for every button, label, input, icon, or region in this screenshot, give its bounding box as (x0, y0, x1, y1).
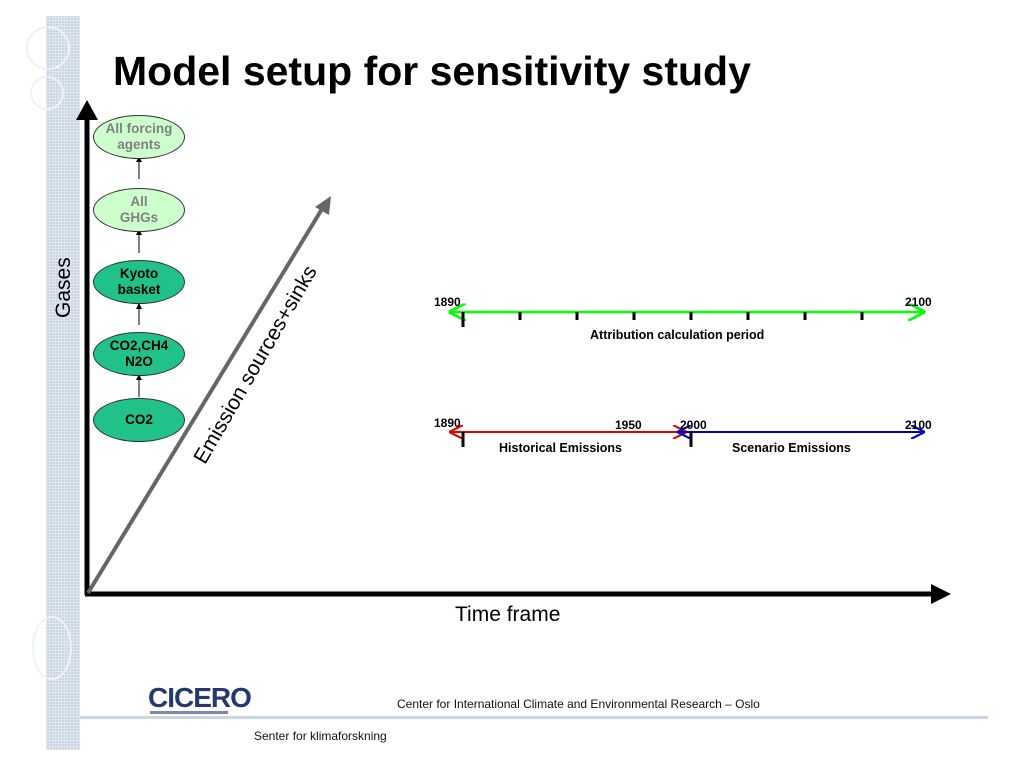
attribution-label: Attribution calculation period (590, 328, 765, 342)
footer-subtitle: Senter for klimaforskning (254, 729, 387, 743)
cicero-logo: CICERO (148, 682, 252, 713)
logo-underline (150, 711, 228, 714)
node-line: CO2 (125, 411, 153, 427)
scenario-emissions-label: Scenario Emissions (732, 441, 851, 455)
node-line: agents (117, 137, 161, 152)
emissions-start-year: 1890 (434, 416, 461, 430)
decorative-side-strip (26, 16, 80, 750)
node-line: N2O (125, 354, 153, 369)
node-line: GHGs (119, 210, 159, 225)
attribution-start-year: 1890 (434, 295, 461, 309)
node-line: Kyoto (119, 265, 159, 281)
y-axis-arrowhead (76, 100, 98, 120)
node-line: CO2,CH4 (109, 337, 169, 353)
decorative-circle (32, 616, 72, 680)
slide-title: Model setup for sensitivity study (113, 48, 751, 94)
emission-diagonal-arrowhead (315, 196, 331, 215)
y-axis-label: Gases (52, 257, 75, 318)
node-co2: CO2 (93, 398, 185, 442)
x-axis-label: Time frame (455, 603, 561, 626)
attribution-ticks (461, 312, 864, 327)
footer-divider (80, 716, 988, 719)
emissions-mid1-year: 1950 (615, 418, 642, 432)
emission-diagonal-arrow (86, 207, 324, 595)
emissions-mid2-year: 2000 (680, 418, 707, 432)
footer-organization: Center for International Climate and Env… (397, 697, 760, 711)
attribution-end-year: 2100 (905, 295, 932, 309)
decorative-circle (26, 26, 70, 70)
node-line: All (130, 193, 148, 209)
historical-emissions-label: Historical Emissions (499, 441, 622, 455)
emission-ticks (461, 432, 693, 447)
decorative-circle (30, 76, 64, 110)
node-line: All forcing (105, 120, 173, 136)
node-line: basket (117, 282, 161, 297)
emissions-end-year: 2100 (905, 418, 932, 432)
x-axis-arrowhead (931, 584, 951, 604)
